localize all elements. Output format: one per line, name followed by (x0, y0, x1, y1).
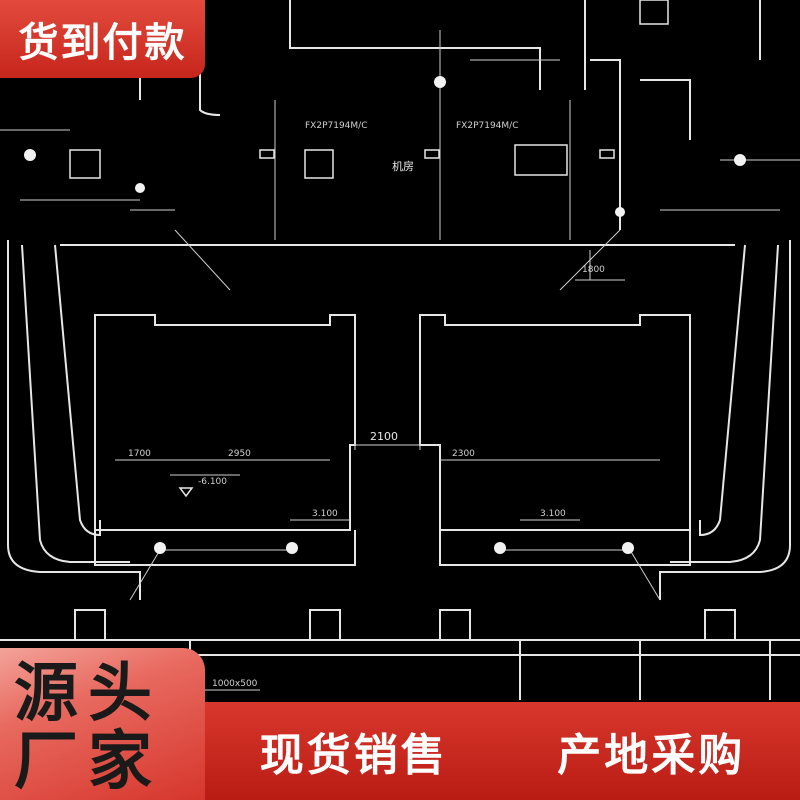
dim-center: 2100 (370, 430, 398, 443)
slogan-in-stock: 现货销售 (259, 730, 448, 781)
right-tank (419, 314, 691, 531)
left-tank (94, 314, 356, 531)
fan-label-left: FX2P7194M/C (305, 121, 367, 131)
factory-text: 厂家 (14, 725, 162, 799)
left-outer-wall (7, 240, 141, 600)
dim-left-b: 2950 (228, 449, 251, 459)
room-label: 机房 (392, 159, 414, 173)
dim-right-level: 3.100 (540, 509, 566, 519)
source-text: 源头 (14, 657, 162, 731)
slogan-strip: 现货销售 产地采购 (205, 702, 800, 800)
cash-on-delivery-badge: 货到付款 (0, 0, 205, 78)
dim-bottom: 1000x500 (212, 679, 258, 689)
promo-banner: 源头 厂家 现货销售 产地采购 (0, 648, 800, 800)
dim-left-level: 3.100 (312, 509, 338, 519)
dim-right-a: 2300 (452, 449, 475, 459)
dim-left-a: 1700 (128, 449, 151, 459)
fan-label-right: FX2P7194M/C (456, 121, 518, 131)
dim-lower-right: 1800 (582, 265, 605, 275)
source-factory-block: 源头 厂家 (0, 648, 205, 800)
dim-elev: -6.100 (198, 477, 227, 487)
right-outer-wall (659, 240, 791, 600)
slogan-origin: 产地采购 (557, 730, 746, 781)
cash-on-delivery-label: 货到付款 (18, 20, 187, 66)
